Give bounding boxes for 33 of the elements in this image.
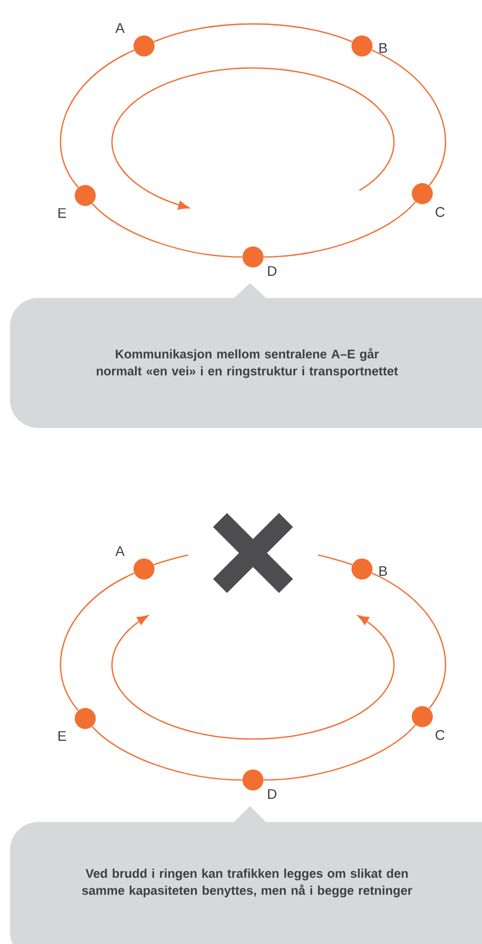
station-dot — [134, 558, 155, 580]
station-dot — [134, 35, 155, 56]
ring-line — [372, 50, 446, 186]
station-dot — [412, 183, 433, 204]
station-label: C — [436, 207, 445, 217]
station-dot — [351, 558, 372, 580]
ring-line — [92, 203, 242, 258]
ring-line — [154, 23, 352, 42]
ring-line — [60, 50, 134, 188]
station-dot — [412, 706, 433, 728]
station-label: B — [379, 43, 387, 53]
station-label: E — [58, 731, 66, 741]
station-dot — [74, 708, 96, 729]
ring-line — [92, 726, 242, 781]
station-label: A — [115, 23, 125, 33]
station-dot — [74, 184, 96, 206]
ring-line — [372, 572, 446, 709]
ring-line — [60, 572, 134, 711]
callout-bubble: Kommunikasjon mellom sentralene A–E går normalt «en vei» i en ringstruktur i transportnettet — [10, 283, 482, 428]
station-dot — [242, 246, 264, 268]
ring-line — [318, 554, 352, 566]
station-label: C — [436, 730, 445, 740]
ring-line — [264, 724, 416, 781]
station-label: B — [379, 566, 387, 576]
station-dot — [242, 770, 264, 790]
station-dot — [351, 35, 372, 56]
ring-line — [264, 201, 416, 258]
ring-line — [154, 554, 188, 566]
station-label: D — [268, 789, 276, 799]
station-label: A — [115, 546, 125, 556]
station-label: E — [58, 208, 66, 218]
callout-bubble: Ved brudd i ringen kan trafikken legges om slikat den samme kapasiteten benyttes, men nå i begge retninger — [10, 806, 482, 944]
station-label: D — [268, 266, 276, 276]
